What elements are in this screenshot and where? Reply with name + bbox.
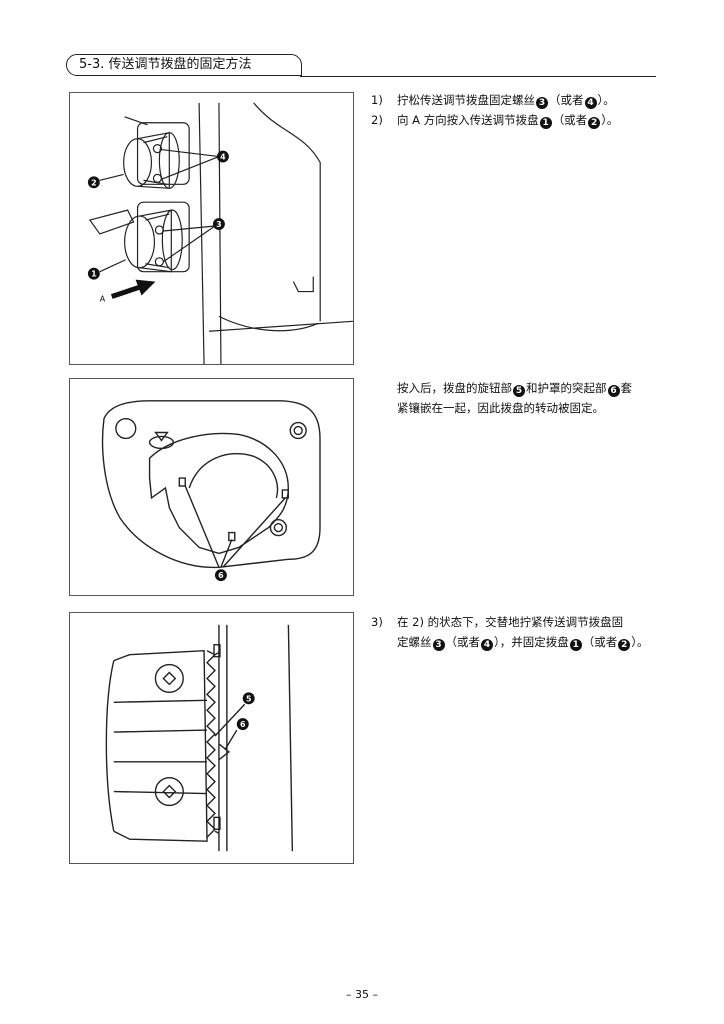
marker-4: 4 — [481, 639, 493, 651]
marker-6: 6 — [607, 385, 620, 397]
figure-dial-press-in: A 4 2 3 1 — [69, 92, 354, 365]
marker-4: 4 — [584, 97, 597, 109]
section-rule — [300, 76, 656, 77]
figure-cover-detail-drawing: 6 — [101, 400, 321, 582]
step-3-text-3: （或者 — [445, 635, 481, 649]
figure-dial-side-view-drawing: 5 6 — [105, 624, 294, 852]
step-1-text-mid: （或者 — [549, 93, 584, 107]
marker-2: 2 — [588, 117, 601, 129]
para-text-3: 套 — [620, 381, 633, 395]
svg-text:1: 1 — [91, 270, 97, 279]
step-3-text-1: 在 2) 的状态下，交替地拧紧传送调节拨盘固 — [397, 615, 624, 629]
step-2-text-end: ）。 — [601, 113, 619, 127]
step-1-text-end: ）。 — [597, 93, 615, 107]
marker-3: 3 — [432, 639, 445, 651]
page-number: – 35 – — [346, 988, 378, 1001]
step-2-number: 2) — [371, 113, 383, 127]
arrow-label-a: A — [100, 294, 106, 303]
step-3-text-4: ），并固定拨盘 — [494, 635, 569, 649]
step-2-text-mid: （或者 — [552, 113, 588, 127]
section-title: 5-3. 传送调节拨盘的固定方法 — [66, 54, 302, 76]
svg-text:6: 6 — [218, 571, 224, 580]
callout-3: 3 — [212, 218, 225, 230]
step-3: 3) 在 2) 的状态下，交替地拧紧传送调节拨盘固 — [371, 612, 623, 632]
svg-text:2: 2 — [91, 178, 97, 187]
step-3-number: 3) — [371, 615, 383, 629]
step-1-text: 拧松传送调节拨盘固定螺丝 — [397, 93, 535, 107]
callout-6: 6 — [214, 569, 227, 582]
marker-5: 5 — [513, 385, 525, 397]
step-3-text-6: ）。 — [631, 635, 649, 649]
para-text-4: 紧镶嵌在一起，因此拨盘的转动被固定。 — [397, 401, 604, 415]
push-direction-arrow — [110, 279, 156, 299]
callout-1: 1 — [87, 267, 100, 280]
svg-text:4: 4 — [220, 153, 226, 162]
para-text-2: 和护罩的突起部 — [526, 381, 607, 395]
marker-3: 3 — [536, 97, 548, 109]
svg-text:6: 6 — [240, 720, 246, 729]
para-text-1: 按入后，拨盘的旋钮部 — [397, 381, 512, 395]
marker-2: 2 — [618, 639, 631, 651]
figure-cover-detail: 6 — [69, 378, 354, 596]
step-3-text-2: 定螺丝 — [397, 635, 432, 649]
svg-text:5: 5 — [246, 694, 252, 703]
callout-2: 2 — [87, 176, 100, 189]
step-1-number: 1) — [371, 93, 383, 107]
step-2-text: 向 A 方向按入传送调节拨盘 — [397, 113, 539, 127]
callout-4: 4 — [216, 150, 229, 163]
marker-1: 1 — [569, 639, 582, 651]
callout-6b: 6 — [236, 718, 249, 731]
figure-dial-press-in-drawing: A 4 2 3 1 — [87, 102, 353, 364]
svg-text:3: 3 — [216, 220, 222, 229]
figure-dial-side-view: 5 6 — [69, 612, 354, 864]
callout-5: 5 — [242, 692, 255, 705]
step-3-text-5: （或者 — [582, 635, 618, 649]
marker-1: 1 — [539, 117, 552, 129]
